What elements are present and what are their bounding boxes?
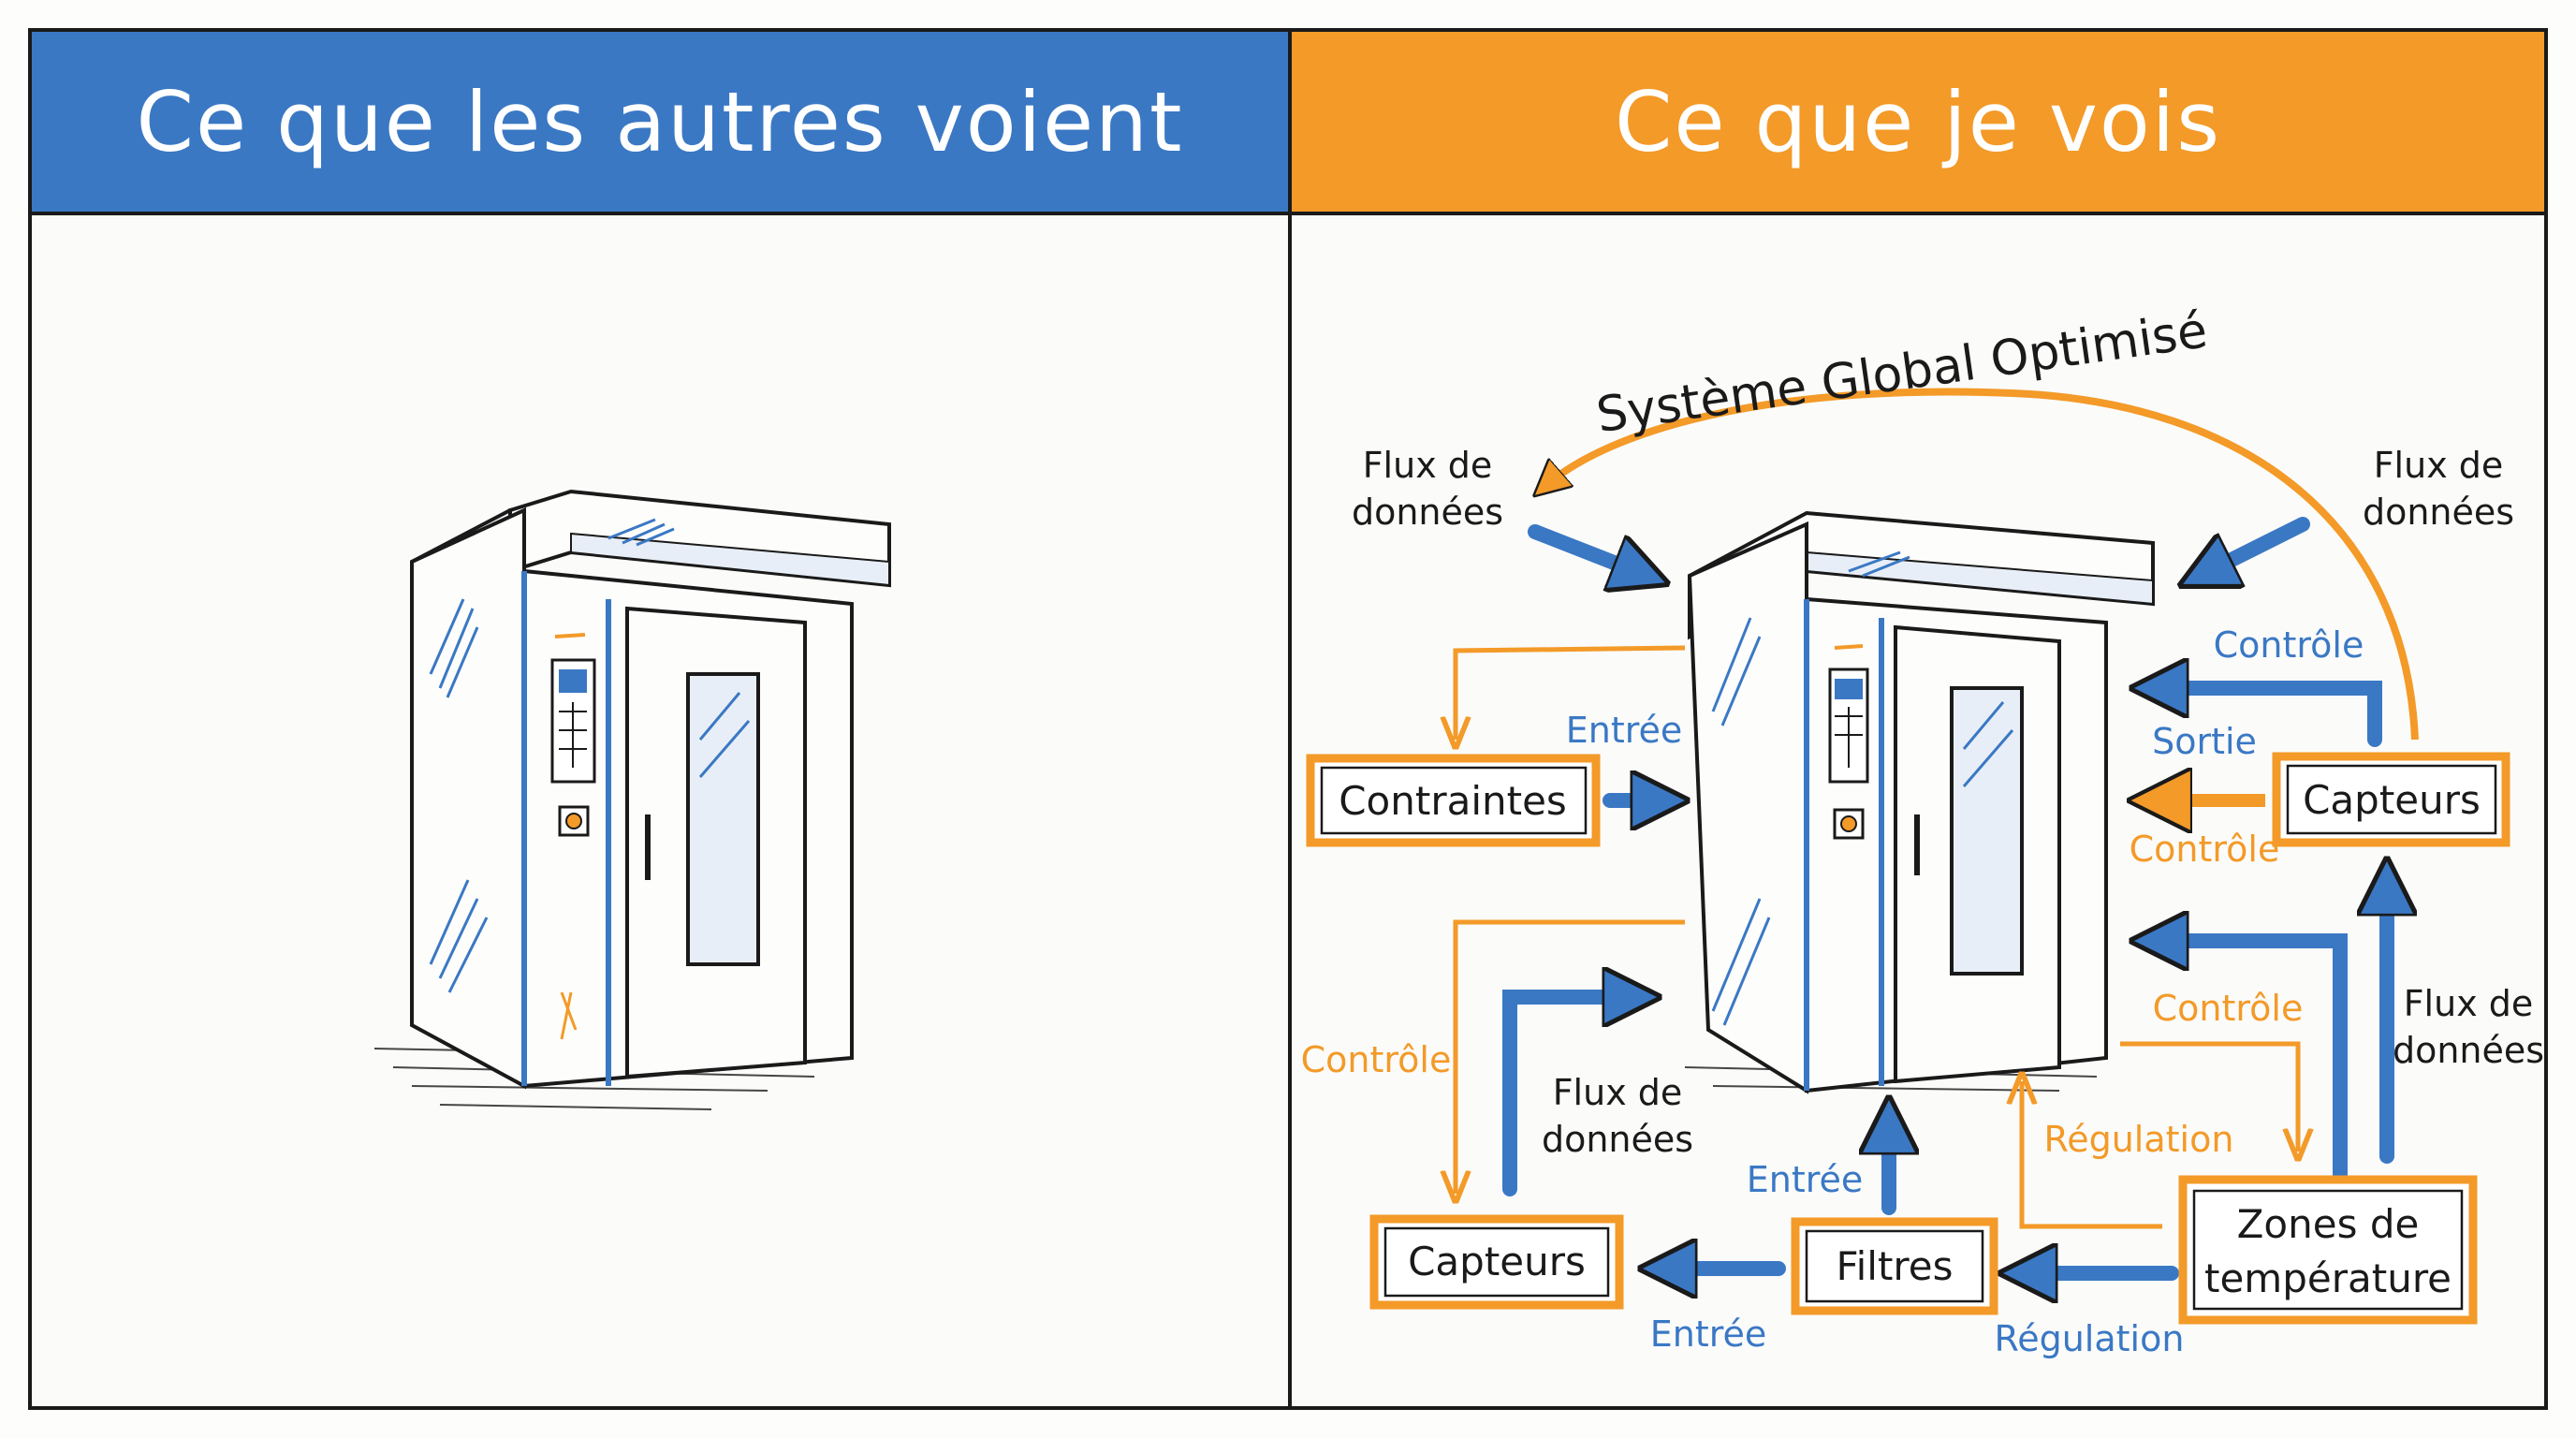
label-flux-tl-2: données	[1352, 492, 1503, 533]
right-panel-title: Ce que je vois	[1614, 73, 2222, 170]
box-zones-label-line2: température	[2204, 1255, 2452, 1301]
contraintes-input-line	[1456, 645, 1686, 740]
label-flux-tr-1: Flux de	[2374, 445, 2504, 486]
label-flux-tr-2: données	[2363, 492, 2514, 533]
arc-arrow	[1544, 388, 2419, 741]
arc-title: Système Global Optimisé	[1593, 302, 2211, 444]
box-capteurs-right: Capteurs	[2272, 752, 2510, 847]
panel-divider	[1288, 212, 1292, 1410]
label-controle-top: Contrôle	[2214, 624, 2364, 666]
label-sortie: Sortie	[2152, 721, 2257, 762]
label-entree-top: Entrée	[1566, 710, 1683, 751]
box-capteurs-left-label: Capteurs	[1408, 1239, 1586, 1284]
label-flux-right-2: données	[2393, 1030, 2544, 1071]
left-panel-title: Ce que les autres voient	[136, 73, 1184, 170]
controle-arrow-top	[2153, 688, 2382, 747]
oven-sketch-left	[373, 489, 891, 1110]
flux-arrow-tr	[2200, 517, 2310, 576]
oven-sketch-right	[1684, 510, 2155, 1094]
box-contraintes-label: Contraintes	[1339, 778, 1567, 824]
flux-arrow-tl	[1528, 524, 1647, 576]
regulation-line	[2022, 1081, 2162, 1229]
label-controle-left: Contrôle	[1301, 1039, 1452, 1080]
box-zones-temperature: Zones de température	[2178, 1175, 2478, 1325]
label-entree-filtres: Entrée	[1747, 1159, 1864, 1200]
box-capteurs-left: Capteurs	[1369, 1214, 1624, 1310]
right-panel-header: Ce que je vois	[1288, 28, 2548, 215]
label-regulation-orange: Régulation	[2044, 1119, 2234, 1160]
controle-left-line	[1456, 919, 1685, 1194]
label-flux-mid-2: données	[1542, 1119, 1693, 1160]
label-flux-tl-1: Flux de	[1363, 445, 1493, 486]
left-panel-header: Ce que les autres voient	[28, 28, 1292, 215]
label-controle-orange-r: Contrôle	[2130, 829, 2280, 870]
box-filtres: Filtres	[1791, 1217, 1998, 1315]
blue-flows	[1502, 517, 2387, 1273]
label-controle-mid: Contrôle	[2153, 988, 2304, 1029]
box-capteurs-right-label: Capteurs	[2303, 777, 2481, 823]
flux-mid-arrow	[1502, 997, 1638, 1196]
controle-mid-line	[2120, 1041, 2298, 1152]
orange-flows	[1456, 645, 2298, 1229]
label-flux-right-1: Flux de	[2404, 983, 2534, 1024]
label-regulation-blue: Régulation	[1995, 1318, 2185, 1359]
box-filtres-label: Filtres	[1837, 1243, 1954, 1289]
box-contraintes: Contraintes	[1306, 754, 1601, 847]
label-entree-bottom: Entrée	[1650, 1313, 1767, 1355]
zones-return-arrow	[2153, 941, 2348, 1182]
label-flux-mid-1: Flux de	[1553, 1072, 1683, 1113]
box-zones-label-line1: Zones de	[2237, 1201, 2420, 1247]
